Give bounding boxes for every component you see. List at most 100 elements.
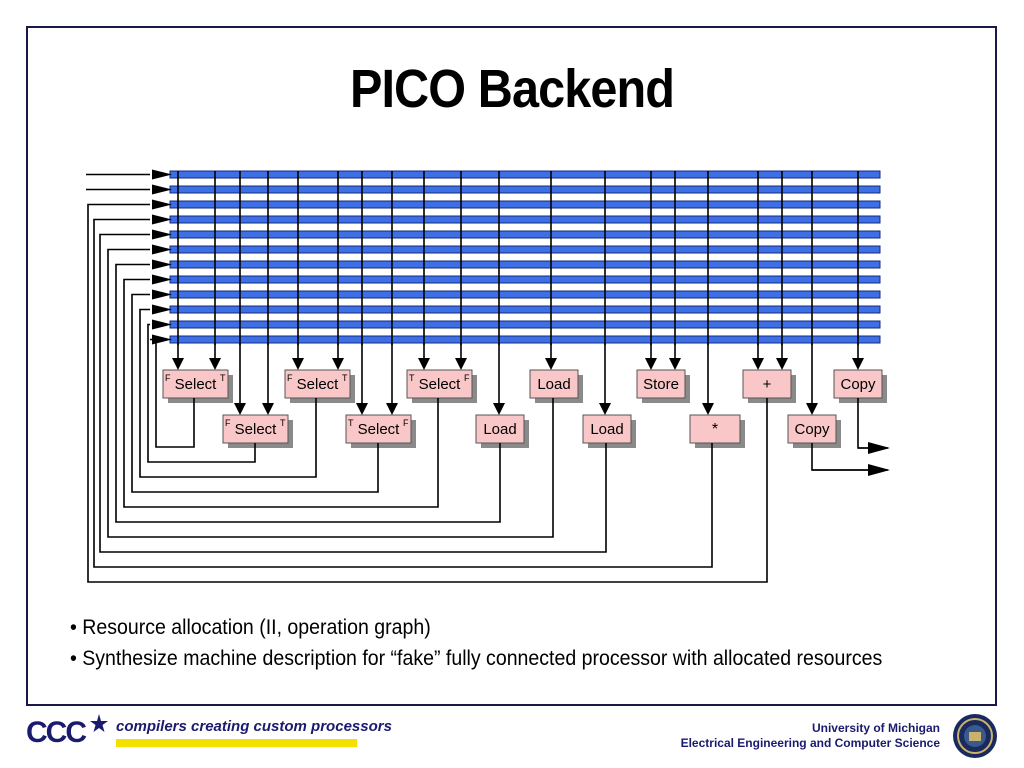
unit-label: Select — [297, 376, 340, 393]
unit-label: Select — [358, 421, 401, 438]
bullet-item: • Resource allocation (II, operation gra… — [70, 616, 431, 639]
arrowhead — [752, 358, 764, 370]
bus-bar — [169, 245, 881, 254]
arrowhead — [645, 358, 657, 370]
bus-bar — [169, 320, 881, 329]
unit-label: Select — [175, 376, 218, 393]
bus-bar — [169, 290, 881, 299]
bus-bar — [169, 170, 881, 179]
arrowhead — [152, 289, 172, 300]
arrowhead — [868, 464, 890, 476]
functional-unit — [162, 369, 229, 399]
unit-port-tag: T — [348, 418, 354, 428]
functional-unit — [689, 414, 741, 444]
footer-tagline: compilers creating custom processors — [116, 718, 392, 735]
slide-frame — [26, 26, 997, 706]
unit-label: Load — [590, 421, 623, 438]
functional-unit — [345, 414, 412, 444]
bus-bar — [169, 215, 881, 224]
functional-unit — [406, 369, 473, 399]
bus-bar — [169, 275, 881, 284]
arrowhead — [545, 358, 557, 370]
department-name: Electrical Engineering and Computer Scie… — [680, 736, 940, 750]
unit-port-tag: F — [165, 373, 171, 383]
arrowhead — [776, 358, 788, 370]
bus-bar — [169, 260, 881, 269]
unit-label: Load — [483, 421, 516, 438]
bus-bar — [169, 305, 881, 314]
logo-star-icon — [90, 714, 108, 732]
arrowhead — [493, 403, 505, 415]
university-seal-icon — [953, 714, 997, 758]
bus-bar — [169, 185, 881, 194]
arrowhead — [152, 274, 172, 285]
unit-port-tag: T — [409, 373, 415, 383]
arrowhead — [868, 442, 890, 454]
arrowhead — [152, 334, 172, 345]
arrowhead — [209, 358, 221, 370]
arrowhead — [152, 229, 172, 240]
functional-unit — [787, 414, 837, 444]
arrowhead — [152, 259, 172, 270]
bullet-item: • Synthesize machine description for “fa… — [70, 647, 883, 670]
arrowhead — [418, 358, 430, 370]
arrowhead — [292, 358, 304, 370]
arrowhead — [172, 358, 184, 370]
ccc-logo: CCC — [26, 716, 87, 749]
feedback-wire — [139, 308, 317, 478]
arrowhead — [332, 358, 344, 370]
arrowhead — [152, 244, 172, 255]
arrowhead — [386, 403, 398, 415]
unit-port-tag: T — [342, 373, 348, 383]
footer-institution: University of Michigan Electrical Engine… — [681, 721, 940, 751]
arrowhead — [152, 199, 172, 210]
arrowhead — [806, 403, 818, 415]
arrowhead — [152, 169, 172, 180]
feedback-wire — [99, 233, 607, 553]
functional-unit — [582, 414, 632, 444]
unit-port-tag: F — [464, 373, 470, 383]
unit-label: Copy — [794, 421, 830, 438]
functional-unit — [529, 369, 579, 399]
arrowhead — [152, 184, 172, 195]
unit-label: Load — [537, 376, 570, 393]
feedback-wire — [87, 203, 768, 583]
unit-label: * — [712, 421, 718, 438]
arrowhead — [152, 304, 172, 315]
feedback-wire — [107, 248, 554, 538]
bus-bar — [169, 335, 881, 344]
feedback-wire — [115, 263, 501, 523]
unit-label: Select — [419, 376, 462, 393]
feedback-wire — [123, 278, 439, 508]
arrowhead — [262, 403, 274, 415]
functional-unit — [742, 369, 792, 399]
arrowhead — [669, 358, 681, 370]
arrowhead — [455, 358, 467, 370]
slide-title: PICO Backend — [349, 59, 675, 119]
unit-port-tag: F — [403, 418, 409, 428]
arrowhead — [152, 214, 172, 225]
bus-bar — [169, 230, 881, 239]
arrowhead — [234, 403, 246, 415]
bullet-list: • Resource allocation (II, operation gra… — [70, 612, 970, 674]
functional-unit — [284, 369, 351, 399]
unit-port-tag: T — [280, 418, 286, 428]
institution-name: University of Michigan — [811, 721, 940, 735]
unit-label: Select — [235, 421, 278, 438]
arrowhead — [152, 319, 172, 330]
unit-port-tag: F — [287, 373, 293, 383]
unit-label: + — [763, 376, 772, 393]
tagline-underline-bar — [116, 739, 357, 747]
unit-label: Store — [643, 376, 679, 393]
feedback-wire — [131, 293, 379, 493]
functional-unit — [833, 369, 883, 399]
unit-port-tag: T — [220, 373, 226, 383]
functional-unit — [636, 369, 686, 399]
arrowhead — [356, 403, 368, 415]
arrowhead — [852, 358, 864, 370]
arrowhead — [702, 403, 714, 415]
unit-port-tag: F — [225, 418, 231, 428]
feedback-wire — [93, 218, 713, 568]
bus-bar — [169, 200, 881, 209]
